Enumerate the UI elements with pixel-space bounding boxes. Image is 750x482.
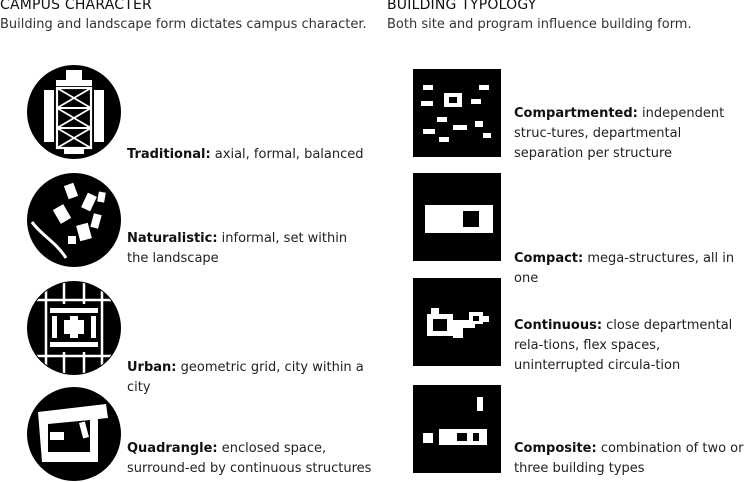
naturalistic-desc: informal, set within the landscape [127,231,348,266]
building-typology-subtitle: Both site and program influence building… [387,17,692,32]
continuous-desc: close departmental rela-tions, flex spac… [514,318,733,373]
compartmented-term: Compartmented: [514,106,638,121]
continuous-typology-icon [413,278,501,366]
urban-desc: geometric grid, city within a city [127,360,364,395]
urban-caption: Urban: geometric grid, city within a cit… [127,358,377,398]
quadrangle-desc: enclosed space, surround-ed by continuou… [127,441,372,476]
building-typology-title: BUILDING TYPOLOGY [387,0,537,13]
traditional-caption: Traditional: axial, formal, balanced [127,145,367,165]
urban-term: Urban: [127,360,177,375]
traditional-term: Traditional: [127,147,211,162]
compact-caption: Compact: mega-structures, all in one [514,249,750,289]
compartmented-typology-icon [413,69,501,157]
traditional-desc: axial, formal, balanced [210,147,364,162]
urban-campus-icon [27,281,121,375]
quadrangle-term: Quadrangle: [127,441,218,456]
compact-desc: mega-structures, all in one [514,251,735,286]
quadrangle-campus-icon [27,387,121,481]
naturalistic-caption: Naturalistic: informal, set within the l… [127,229,367,269]
traditional-campus-icon [27,65,121,159]
composite-caption: Composite: combination of two or three b… [514,439,750,479]
composite-term: Composite: [514,441,597,456]
compact-term: Compact: [514,251,584,266]
compartmented-caption: Compartmented: independent struc-tures, … [514,104,748,164]
compact-typology-icon [413,173,501,261]
continuous-term: Continuous: [514,318,603,333]
quadrangle-caption: Quadrangle: enclosed space, surround-ed … [127,439,385,479]
naturalistic-term: Naturalistic: [127,231,218,246]
naturalistic-campus-icon [27,173,121,267]
composite-typology-icon [413,385,501,473]
campus-character-subtitle: Building and landscape form dictates cam… [0,17,367,32]
continuous-caption: Continuous: close departmental rela-tion… [514,316,750,376]
campus-character-title: CAMPUS CHARACTER [0,0,152,13]
composite-desc: combination of two or three building typ… [514,441,744,476]
compartmented-desc: independent struc-tures, departmental se… [514,106,725,161]
